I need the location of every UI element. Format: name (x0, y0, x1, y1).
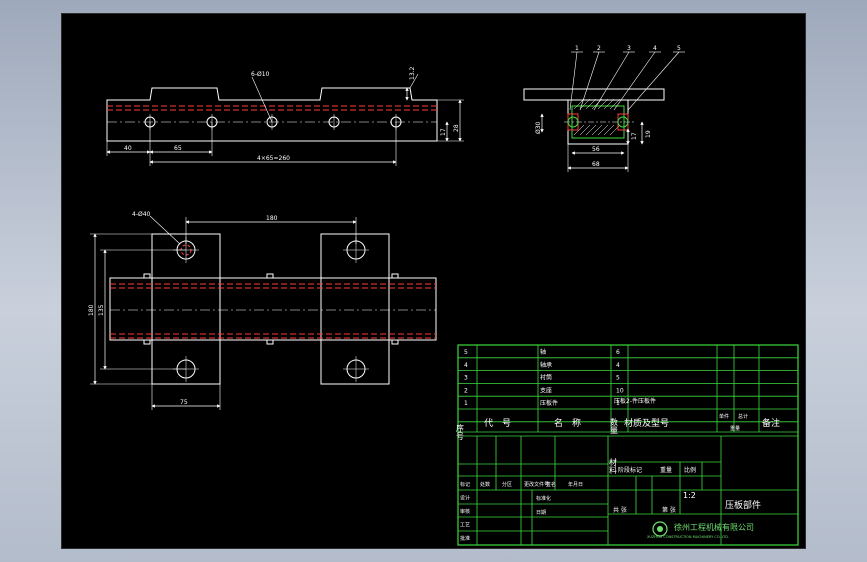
header-total: 总计 (738, 413, 748, 420)
top-dim-side-b: 28 (453, 124, 460, 132)
tb-bottom-label: 日期 (536, 510, 546, 516)
top-hole-label: 6-Ø10 (251, 71, 270, 78)
plan-view (90, 215, 437, 410)
side-view (523, 51, 685, 172)
plan-dim-bottom: 75 (180, 399, 188, 406)
side-dim-inner: 17 (631, 132, 638, 140)
cad-drawing-canvas[interactable]: 6-Ø10 13.2 40 65 4×65=260 17 28 Ø30 17 1… (61, 13, 806, 549)
plan-dim-height-outer: 180 (88, 304, 95, 316)
bom-qty: 6 (616, 349, 620, 356)
callout-number: 1 (575, 45, 579, 52)
top-dim-pitch: 65 (174, 145, 182, 152)
bom-name: 轴 (540, 348, 546, 356)
top-dim-total: 4×65=260 (257, 155, 290, 162)
bom-qty: 4 (616, 362, 620, 369)
top-view (106, 73, 464, 166)
tb-row-label: 批准 (460, 535, 470, 542)
bom-name: 轴承 (540, 361, 552, 369)
bom-no: 5 (464, 349, 468, 356)
company-name: 徐州工程机械有限公司 (674, 522, 754, 532)
callout-leader (579, 51, 600, 111)
bom-no: 1 (464, 400, 468, 407)
tb-bottom-label: 标准化 (536, 495, 551, 502)
side-top-plate (523, 88, 665, 101)
remark-1: 压板2-件压板件 (614, 397, 656, 405)
plan-hole-label: 4-Ø40 (132, 211, 151, 218)
scale-label: 比例 (684, 466, 696, 474)
weight-label: 重量 (660, 466, 672, 474)
drawing-name: 压板部件 (725, 499, 761, 511)
side-dim-width-inner: 56 (592, 146, 600, 153)
header-material: 材质及型号 (624, 417, 669, 429)
tb-row-label: 标记 (460, 481, 470, 488)
bom-name: 衬筒 (540, 374, 552, 382)
right-base-block (320, 233, 390, 385)
tb-mid-label: 年月日 (568, 481, 583, 488)
callout-number: 5 (677, 45, 681, 52)
bom-no: 3 (464, 375, 468, 382)
tb-mid-label: 处数 (480, 481, 490, 488)
scale-value: 1:2 (683, 491, 696, 500)
bom-qty: 10 (616, 387, 624, 394)
tb-row-label: 审核 (460, 508, 470, 515)
side-dim-bore: Ø30 (535, 121, 542, 134)
tb-row-label: 设计 (460, 495, 470, 502)
tb-row-label: 工艺 (460, 523, 470, 529)
sheet-count: 共 张 (613, 506, 627, 514)
callout-leader (613, 51, 656, 111)
sheet-number: 第 张 (662, 506, 676, 514)
header-unit: 单件 (719, 413, 729, 420)
bom-name: 压板件 (540, 399, 558, 407)
top-dim-side-a: 17 (440, 128, 447, 136)
plan-dim-height-inner: 135 (98, 304, 105, 316)
bom-qty: 1 (616, 400, 620, 407)
material-label: 材料 (609, 457, 618, 475)
bom-no: 4 (464, 362, 468, 369)
company-logo (652, 521, 668, 537)
drawing: 6-Ø10 13.2 40 65 4×65=260 17 28 Ø30 17 1… (88, 45, 799, 546)
top-dim-left: 40 (124, 145, 132, 152)
callout-number: 2 (597, 45, 601, 52)
plan-dim-top: 180 (266, 215, 278, 222)
side-dim-width-total: 68 (592, 161, 600, 168)
bom-name: 支座 (540, 386, 552, 394)
header-name: 名 称 (554, 417, 581, 429)
tb-mid-label: 分区 (502, 481, 512, 488)
header-remark: 备注 (762, 417, 780, 429)
tb-mid-label: 签名 (546, 481, 556, 488)
company-sub: XUZHOU CONSTRUCTION MACHINERY CO.,LTD. (647, 535, 729, 539)
header-seq: 序号 (456, 423, 465, 441)
callout-number: 4 (653, 45, 657, 52)
stage-label: 阶段标记 (618, 466, 642, 474)
side-hatch (573, 98, 621, 136)
callout-number: 3 (627, 45, 631, 52)
side-dim-height: 19 (645, 130, 652, 138)
main-rail (109, 277, 437, 341)
header-code: 代 号 (484, 418, 511, 429)
header-weight: 重量 (730, 425, 740, 432)
callout-leader (569, 51, 578, 111)
bom-no: 2 (464, 387, 468, 394)
bom-qty: 5 (616, 375, 620, 382)
top-dim-height: 13.2 (409, 66, 416, 80)
title-block (457, 344, 799, 546)
callout-leader (627, 51, 680, 111)
callout-leader (593, 51, 630, 111)
header-qty: 数量 (610, 417, 619, 434)
tb-mid-label: 更改文件号 (524, 481, 549, 488)
